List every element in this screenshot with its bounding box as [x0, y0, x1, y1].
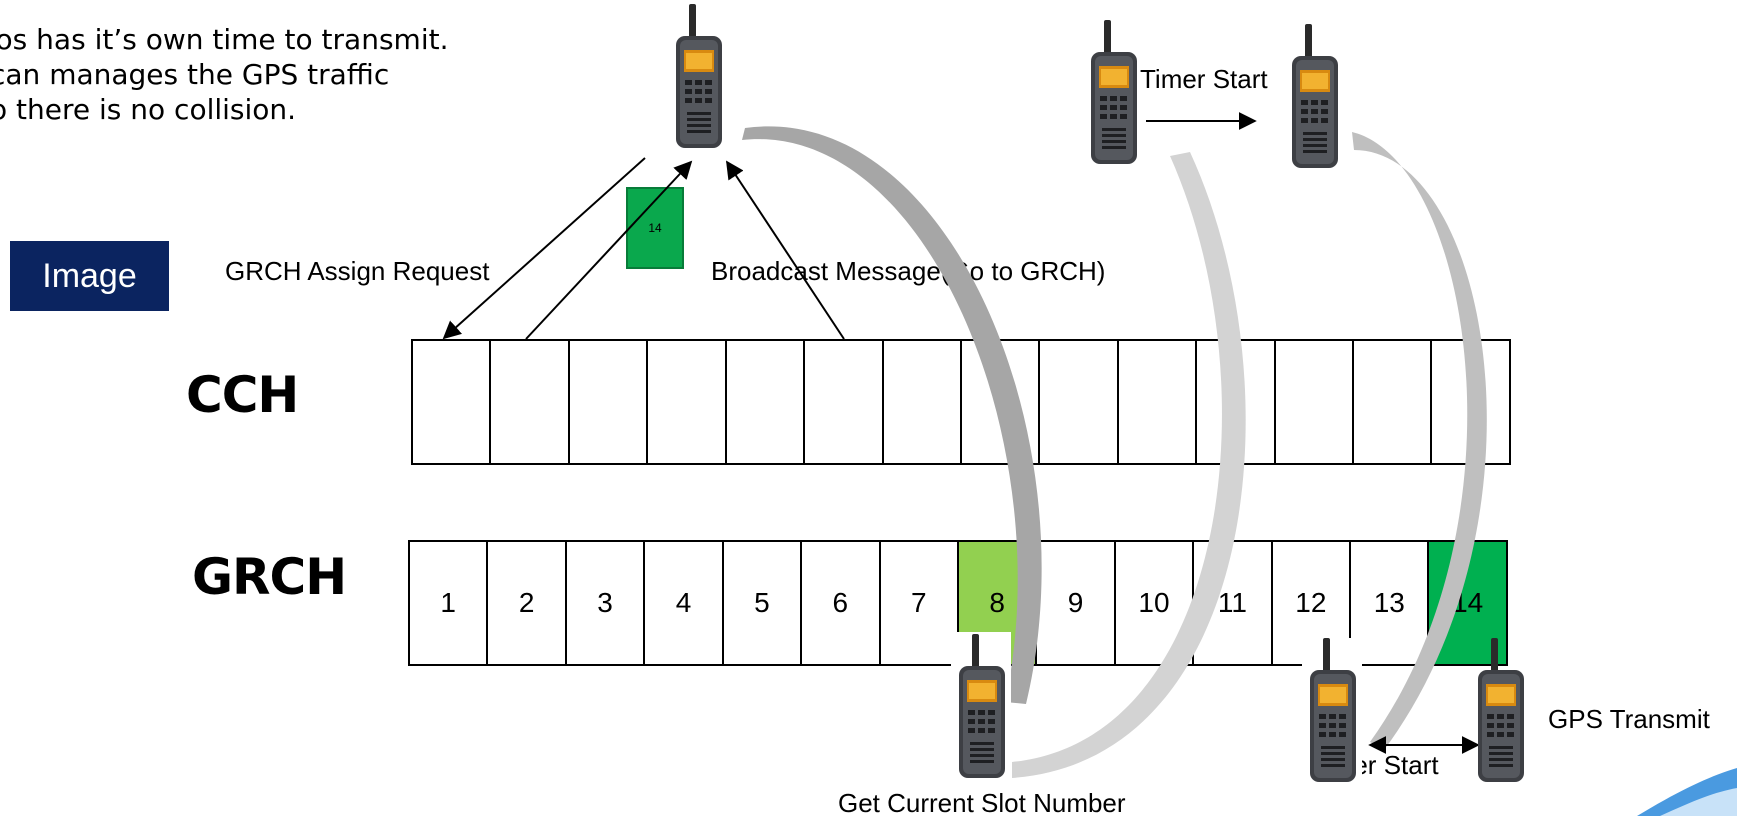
- cch-slot: [884, 341, 962, 463]
- grch-slot-5: 5: [724, 542, 803, 664]
- broadcast-message-label: Broadcast Message(Go to GRCH): [711, 256, 1106, 286]
- cch-slot: [413, 341, 492, 463]
- cch-slot: [648, 341, 727, 463]
- intro-line-2: can manages the GPS traffic: [0, 58, 390, 91]
- cch-slot: [570, 341, 649, 463]
- swoosh-arrow-slot-to-timer: [1012, 152, 1246, 778]
- gps-transmit-label: GPS Transmit: [1548, 704, 1710, 734]
- radio-icon: [1091, 20, 1137, 164]
- intro-line-1: dios has it’s own time to transmit.: [0, 23, 449, 56]
- grch-assign-request-label: GRCH Assign Request: [225, 256, 490, 286]
- grch-slot-6: 6: [802, 542, 881, 664]
- timer-start-top-label: Timer Start: [1140, 64, 1268, 94]
- cch-slot: [491, 341, 570, 463]
- swoosh-arrow-timer-to-bottom: [1352, 132, 1487, 750]
- radio-icon: [1478, 638, 1524, 782]
- grch-label: GRCH: [192, 548, 347, 606]
- radio-icon: [676, 4, 722, 148]
- cch-slot-row: [411, 339, 1511, 465]
- grch-slot-13: 13: [1351, 542, 1430, 664]
- cch-slot: [727, 341, 806, 463]
- cch-slot: [1119, 341, 1198, 463]
- response-arrow: [525, 160, 693, 340]
- grch-slot-11: 11: [1194, 542, 1273, 664]
- radio-icon: [1292, 24, 1338, 168]
- image-chip: Image: [10, 241, 169, 311]
- grch-slot-2: 2: [488, 542, 567, 664]
- grch-slot-4: 4: [645, 542, 724, 664]
- intro-text: dios has it’s own time to transmit.can m…: [0, 22, 448, 127]
- grch-slot-12: 12: [1273, 542, 1352, 664]
- get-current-slot-label: Get Current Slot Number: [838, 788, 1126, 818]
- radio-icon: [1302, 638, 1362, 784]
- cch-slot: [1354, 341, 1433, 463]
- intro-line-3: o there is no collision.: [0, 93, 297, 126]
- radio-icon: [951, 632, 1011, 778]
- cch-label: CCH: [186, 366, 299, 424]
- broadcast-arrow: [726, 160, 845, 340]
- grch-slot-10: 10: [1116, 542, 1195, 664]
- corner-decoration: [1660, 788, 1737, 816]
- grch-slot-1: 1: [410, 542, 489, 664]
- grch-slot-7: 7: [881, 542, 959, 664]
- cch-slot: [962, 341, 1041, 463]
- grch-slot-3: 3: [567, 542, 646, 664]
- grch-slot-9: 9: [1037, 542, 1116, 664]
- cch-slot: [1276, 341, 1355, 463]
- cch-slot: [805, 341, 884, 463]
- cch-slot: [1040, 341, 1119, 463]
- swoosh-arrow-top-to-slot: [742, 126, 1042, 704]
- cch-slot: [1197, 341, 1276, 463]
- request-arrow: [442, 157, 646, 340]
